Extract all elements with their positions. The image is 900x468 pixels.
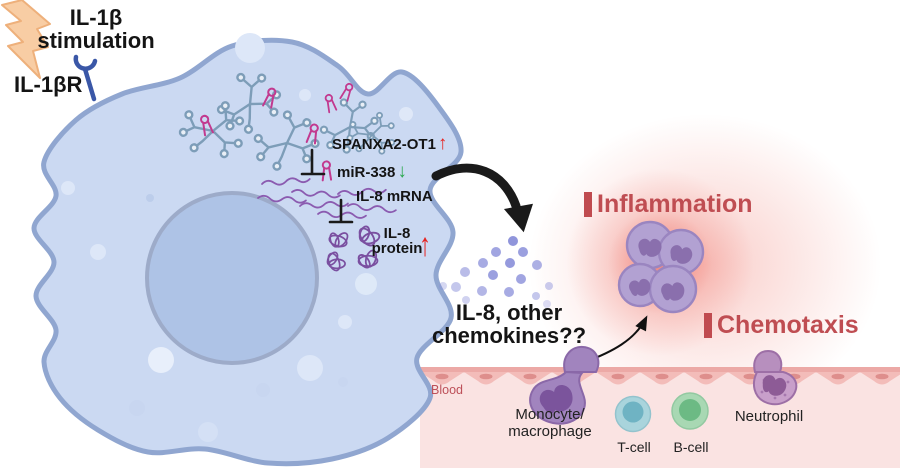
lncrna-up-arrow-icon: ↑ bbox=[437, 133, 448, 154]
neutrophil-label: Neutrophil bbox=[734, 408, 804, 425]
stimulated-cell bbox=[31, 33, 464, 467]
blood-label: Blood bbox=[431, 383, 463, 397]
inhibition-bar-mirna-protein bbox=[328, 198, 354, 224]
neutrophil-cell bbox=[752, 349, 798, 406]
monocyte-label: Monocyte/ macrophage bbox=[508, 406, 592, 440]
cell-nucleus bbox=[145, 191, 319, 365]
inflammation-title: Inflammation bbox=[584, 190, 753, 219]
mrna-label: IL-8 mRNA bbox=[356, 188, 433, 205]
tcell-label: T-cell bbox=[617, 439, 651, 455]
t-cell bbox=[614, 395, 652, 433]
b-cell bbox=[671, 392, 709, 430]
chemotaxis-title: Chemotaxis bbox=[704, 311, 859, 340]
stimulation-label: IL-1β stimulation bbox=[28, 5, 164, 53]
secretion-arrow-icon bbox=[431, 163, 533, 233]
cell-vesicles bbox=[61, 33, 413, 442]
chemokines-label: IL-8, other chemokines?? bbox=[431, 300, 587, 348]
chemokine-dots bbox=[439, 236, 553, 308]
protein-label: IL-8 protein bbox=[371, 225, 423, 257]
mirna-label: miR-338 ↓ bbox=[337, 161, 407, 182]
chemotaxis-accent-bar bbox=[704, 313, 712, 338]
protein-up-arrow-icon: ↑ bbox=[419, 227, 431, 264]
stimulation-line2: stimulation bbox=[37, 27, 155, 53]
inflammation-accent-bar bbox=[584, 192, 592, 217]
lncrna-label: SPANXA2-OT1 ↑ bbox=[332, 133, 448, 154]
il1b-receptor-icon bbox=[73, 54, 98, 102]
stimulation-line1: IL-1β bbox=[69, 5, 123, 30]
bcell-label: B-cell bbox=[673, 439, 709, 455]
stimulation-lightning-icon bbox=[1, 0, 51, 79]
mirna-down-arrow-icon: ↓ bbox=[397, 161, 407, 182]
blood-vessel bbox=[420, 367, 900, 468]
inflammation-cell-cluster bbox=[617, 220, 705, 314]
monocyte-cell bbox=[529, 345, 600, 425]
receptor-label: IL-1βR bbox=[14, 72, 83, 97]
inhibition-bar-lncrna-mirna bbox=[300, 148, 326, 176]
